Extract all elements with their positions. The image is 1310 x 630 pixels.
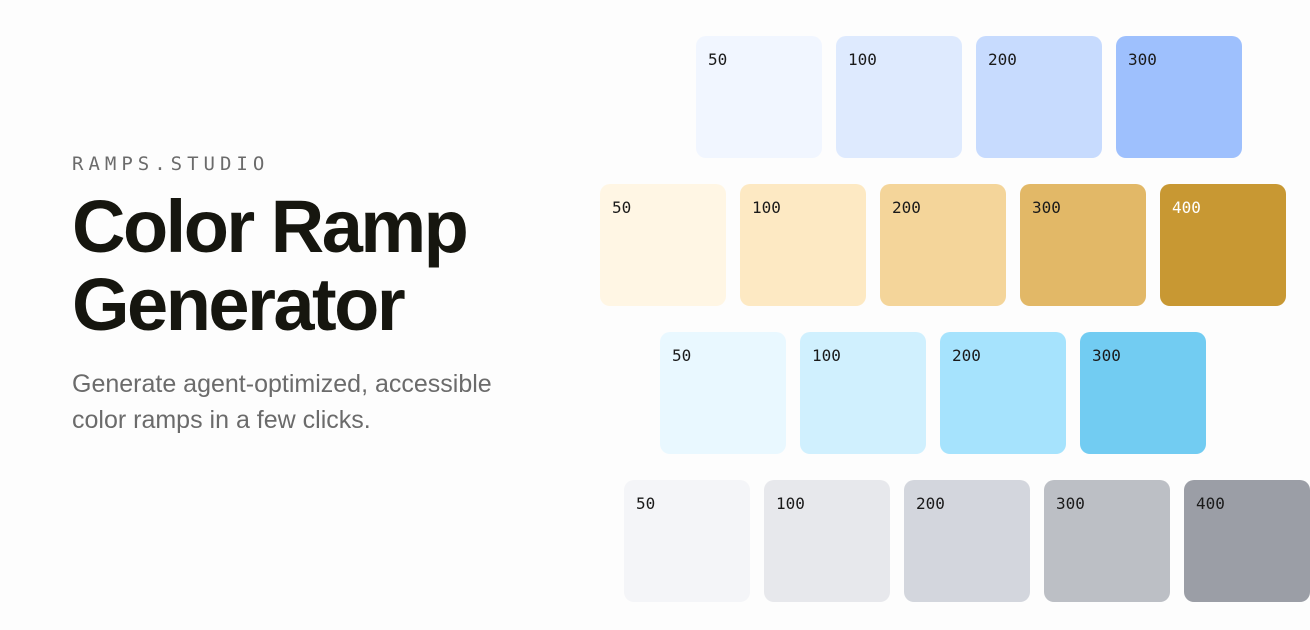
swatch-label: 50 — [612, 198, 632, 217]
swatch-sky-100[interactable]: 100 — [800, 332, 926, 454]
swatch-label: 400 — [1196, 494, 1225, 513]
hero: RAMPS.STUDIO Color Ramp Generator Genera… — [72, 150, 542, 438]
swatch-label: 300 — [1128, 50, 1157, 69]
swatch-label: 200 — [892, 198, 921, 217]
swatch-label: 200 — [916, 494, 945, 513]
swatch-blue-100[interactable]: 100 — [836, 36, 962, 158]
swatch-label: 50 — [636, 494, 656, 513]
swatch-label: 100 — [752, 198, 781, 217]
swatch-gray-400[interactable]: 400 — [1184, 480, 1310, 602]
swatch-amber-100[interactable]: 100 — [740, 184, 866, 306]
swatch-label: 400 — [1172, 198, 1201, 217]
swatch-amber-200[interactable]: 200 — [880, 184, 1006, 306]
swatch-label: 300 — [1056, 494, 1085, 513]
swatch-sky-300[interactable]: 300 — [1080, 332, 1206, 454]
swatch-amber-300[interactable]: 300 — [1020, 184, 1146, 306]
swatch-amber-400[interactable]: 400 — [1160, 184, 1286, 306]
brand-name: RAMPS.STUDIO — [72, 153, 270, 175]
swatch-label: 50 — [672, 346, 692, 365]
title-line-2: Generator — [72, 263, 406, 346]
swatch-label: 200 — [952, 346, 981, 365]
swatch-label: 200 — [988, 50, 1017, 69]
swatch-label: 300 — [1092, 346, 1121, 365]
swatch-label: 100 — [848, 50, 877, 69]
swatch-label: 100 — [812, 346, 841, 365]
swatch-gray-300[interactable]: 300 — [1044, 480, 1170, 602]
swatch-label: 300 — [1032, 198, 1061, 217]
swatch-blue-200[interactable]: 200 — [976, 36, 1102, 158]
swatch-amber-50[interactable]: 50 — [600, 184, 726, 306]
ramp-row-amber: 50 100 200 300 400 — [600, 184, 1286, 306]
title-line-1: Color Ramp — [72, 185, 469, 268]
swatch-sky-200[interactable]: 200 — [940, 332, 1066, 454]
swatch-label: 50 — [708, 50, 728, 69]
ramp-row-gray: 50 100 200 300 400 — [624, 480, 1310, 602]
page-title: Color Ramp Generator — [72, 188, 542, 344]
ramp-row-sky: 50 100 200 300 — [660, 332, 1206, 454]
swatch-gray-200[interactable]: 200 — [904, 480, 1030, 602]
swatch-gray-100[interactable]: 100 — [764, 480, 890, 602]
swatch-sky-50[interactable]: 50 — [660, 332, 786, 454]
swatch-gray-50[interactable]: 50 — [624, 480, 750, 602]
ramp-row-blue: 50 100 200 300 — [696, 36, 1242, 158]
subtitle: Generate agent-optimized, accessible col… — [72, 370, 492, 434]
swatch-blue-300[interactable]: 300 — [1116, 36, 1242, 158]
swatch-label: 100 — [776, 494, 805, 513]
swatch-blue-50[interactable]: 50 — [696, 36, 822, 158]
